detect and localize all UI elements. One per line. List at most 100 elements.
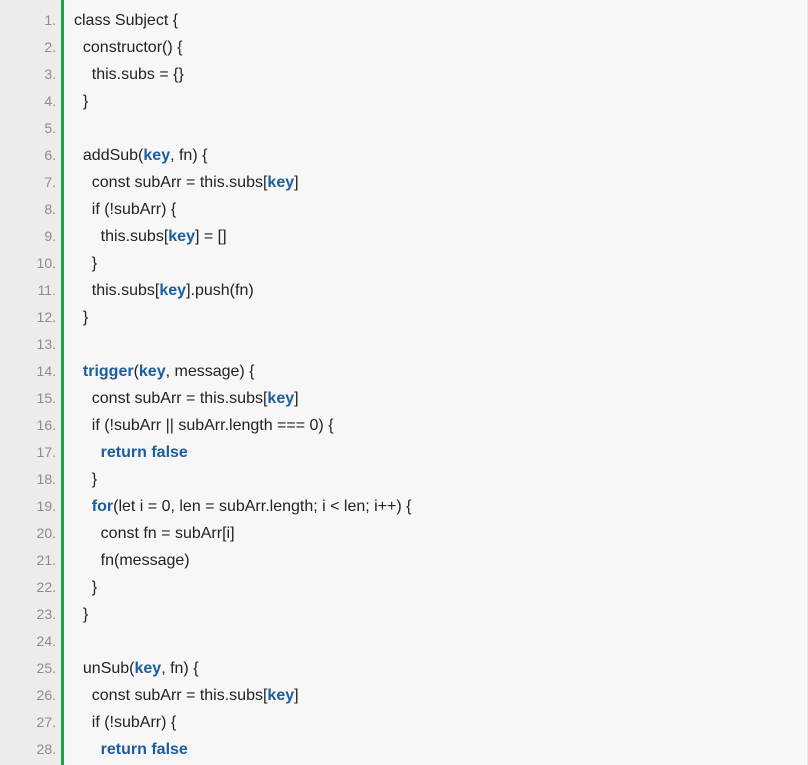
- line-number: 5.: [44, 120, 56, 136]
- code-text: }: [56, 250, 97, 277]
- code-token: if (!subArr) {: [74, 201, 177, 218]
- line-number: 28.: [36, 741, 56, 757]
- keyword-token: key: [267, 174, 295, 191]
- line-number: 1.: [44, 12, 56, 28]
- line-number: 11.: [37, 282, 56, 298]
- code-text: const subArr = this.subs[key]: [56, 682, 299, 709]
- code-token: , message) {: [165, 363, 255, 380]
- code-token: }: [74, 309, 89, 326]
- code-text: }: [56, 304, 88, 331]
- code-line: 20. const fn = subArr[i]: [0, 520, 807, 547]
- line-number: 16.: [36, 417, 56, 433]
- code-text: [56, 115, 74, 142]
- keyword-token: for: [91, 498, 114, 515]
- keyword-token: key: [267, 390, 295, 407]
- line-number: 2.: [44, 39, 56, 55]
- code-text: return false: [56, 439, 188, 466]
- code-text: if (!subArr || subArr.length === 0) {: [56, 412, 334, 439]
- line-number: 4.: [44, 93, 56, 109]
- code-text: if (!subArr) {: [56, 709, 176, 736]
- code-line: 1. class Subject {: [0, 7, 807, 34]
- code-text: for(let i = 0, len = subArr.length; i < …: [56, 493, 412, 520]
- line-number: 23.: [36, 606, 56, 622]
- code-line: 27. if (!subArr) {: [0, 709, 807, 736]
- code-token: }: [74, 579, 98, 596]
- line-number: 3.: [44, 66, 56, 82]
- line-number: 25.: [36, 660, 56, 676]
- code-line: 18. }: [0, 466, 807, 493]
- code-token: if (!subArr || subArr.length === 0) {: [74, 417, 334, 434]
- line-number: 27.: [36, 714, 56, 730]
- code-lines: 1.class Subject {2. constructor() {3. th…: [0, 7, 807, 763]
- code-token: [74, 741, 101, 758]
- code-token: ]: [294, 687, 299, 704]
- code-line: 7. const subArr = this.subs[key]: [0, 169, 807, 196]
- line-number: 20.: [36, 525, 56, 541]
- keyword-token: key: [168, 228, 195, 245]
- code-text: addSub(key, fn) {: [56, 142, 208, 169]
- line-number: 21.: [36, 552, 56, 568]
- code-text: unSub(key, fn) {: [56, 655, 199, 682]
- code-text: [56, 331, 74, 358]
- code-text: }: [56, 601, 88, 628]
- keyword-token: key: [159, 282, 187, 299]
- line-number: 15.: [36, 390, 56, 406]
- code-token: const subArr = this.subs[: [74, 390, 268, 407]
- code-token: ].push(fn): [186, 282, 254, 299]
- code-token: const subArr = this.subs[: [74, 174, 268, 191]
- code-line: 19. for(let i = 0, len = subArr.length; …: [0, 493, 807, 520]
- line-number: 7.: [44, 174, 56, 190]
- keyword-token: return false: [100, 741, 188, 758]
- code-line: 17. return false: [0, 439, 807, 466]
- code-token: }: [74, 606, 89, 623]
- code-text: [56, 628, 74, 655]
- code-token: unSub(: [74, 660, 135, 677]
- code-line: 3. this.subs = {}: [0, 61, 807, 88]
- code-text: fn(message): [56, 547, 190, 574]
- code-line: 15. const subArr = this.subs[key]: [0, 385, 807, 412]
- code-token: this.subs = {}: [74, 66, 184, 83]
- line-number: 10.: [36, 255, 56, 271]
- code-token: this.subs[: [74, 282, 160, 299]
- code-text: this.subs[key].push(fn): [56, 277, 254, 304]
- code-line: 12. }: [0, 304, 807, 331]
- line-number: 13.: [36, 336, 56, 352]
- keyword-token: trigger: [82, 363, 134, 380]
- code-text: class Subject {: [56, 7, 178, 34]
- code-line: 2. constructor() {: [0, 34, 807, 61]
- keyword-token: return false: [100, 444, 188, 461]
- code-line: 10. }: [0, 250, 807, 277]
- line-number: 26.: [36, 687, 56, 703]
- code-text: }: [56, 466, 97, 493]
- code-text: const fn = subArr[i]: [56, 520, 235, 547]
- code-text: }: [56, 88, 88, 115]
- code-token: [74, 444, 101, 461]
- code-text: const subArr = this.subs[key]: [56, 169, 299, 196]
- code-token: [74, 363, 83, 380]
- line-number: 6.: [44, 147, 56, 163]
- code-token: }: [74, 471, 98, 488]
- code-text: constructor() {: [56, 34, 183, 61]
- code-text: return false: [56, 736, 188, 763]
- line-number: 8.: [44, 201, 56, 217]
- code-line: 16. if (!subArr || subArr.length === 0) …: [0, 412, 807, 439]
- code-token: ] = []: [194, 228, 227, 245]
- code-token: const subArr = this.subs[: [74, 687, 268, 704]
- code-line: 4. }: [0, 88, 807, 115]
- code-line: 22. }: [0, 574, 807, 601]
- code-line: 5.: [0, 115, 807, 142]
- code-token: class Subject {: [74, 12, 179, 29]
- code-text: }: [56, 574, 97, 601]
- keyword-token: key: [143, 147, 171, 164]
- code-token: const fn = subArr[i]: [74, 525, 235, 542]
- code-token: , fn) {: [161, 660, 199, 677]
- keyword-token: key: [134, 660, 162, 677]
- gutter-accent-bar: [61, 0, 64, 765]
- code-line: 24.: [0, 628, 807, 655]
- line-number: 14.: [36, 363, 56, 379]
- code-token: , fn) {: [170, 147, 208, 164]
- line-number-gutter: [0, 0, 61, 765]
- keyword-token: key: [138, 363, 166, 380]
- code-line: 6. addSub(key, fn) {: [0, 142, 807, 169]
